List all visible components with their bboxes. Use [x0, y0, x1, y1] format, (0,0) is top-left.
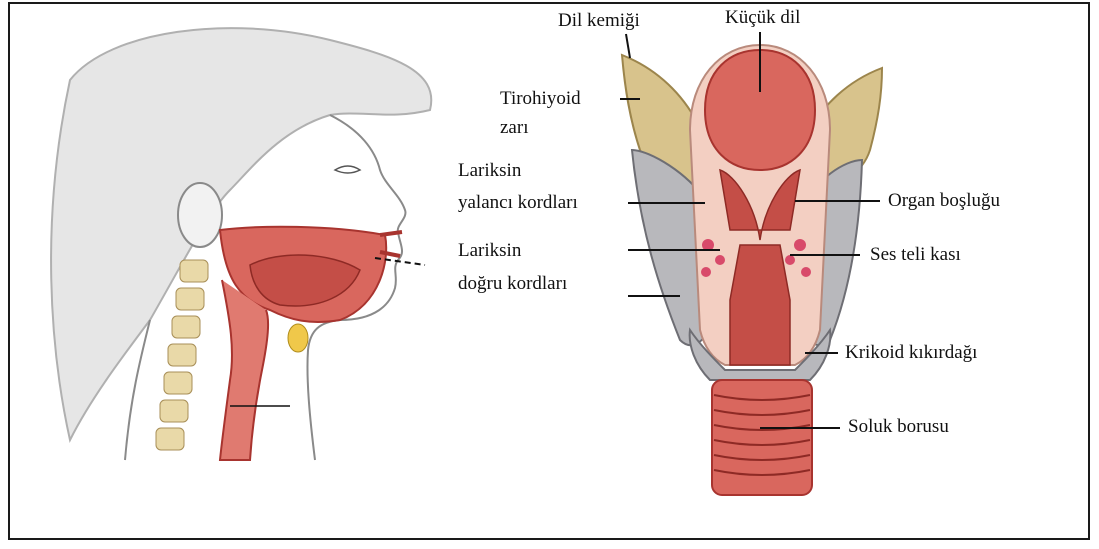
label-lariksin-yalanci-1: Lariksin [458, 160, 521, 182]
label-organ-boslugu: Organ boşluğu [888, 190, 1000, 212]
label-lariksin-dogru-1: Lariksin [458, 240, 521, 262]
label-lariksin-yalanci-2: yalancı kordları [458, 192, 578, 214]
label-kucuk-dil: Küçük dil [725, 7, 800, 29]
glottis [730, 245, 790, 365]
label-krikoid-kikirdagi: Krikoid kıkırdağı [845, 342, 977, 364]
label-soluk-borusu: Soluk borusu [848, 416, 949, 438]
label-tirohiyoid: Tirohiyoid [500, 88, 581, 110]
label-lariksin-dogru-2: doğru kordları [458, 273, 567, 295]
label-tirohiyoid-zari: zarı [500, 117, 528, 139]
label-dil-kemigi: Dil kemiği [558, 10, 640, 32]
label-ses-teli-kasi: Ses teli kası [870, 244, 961, 266]
